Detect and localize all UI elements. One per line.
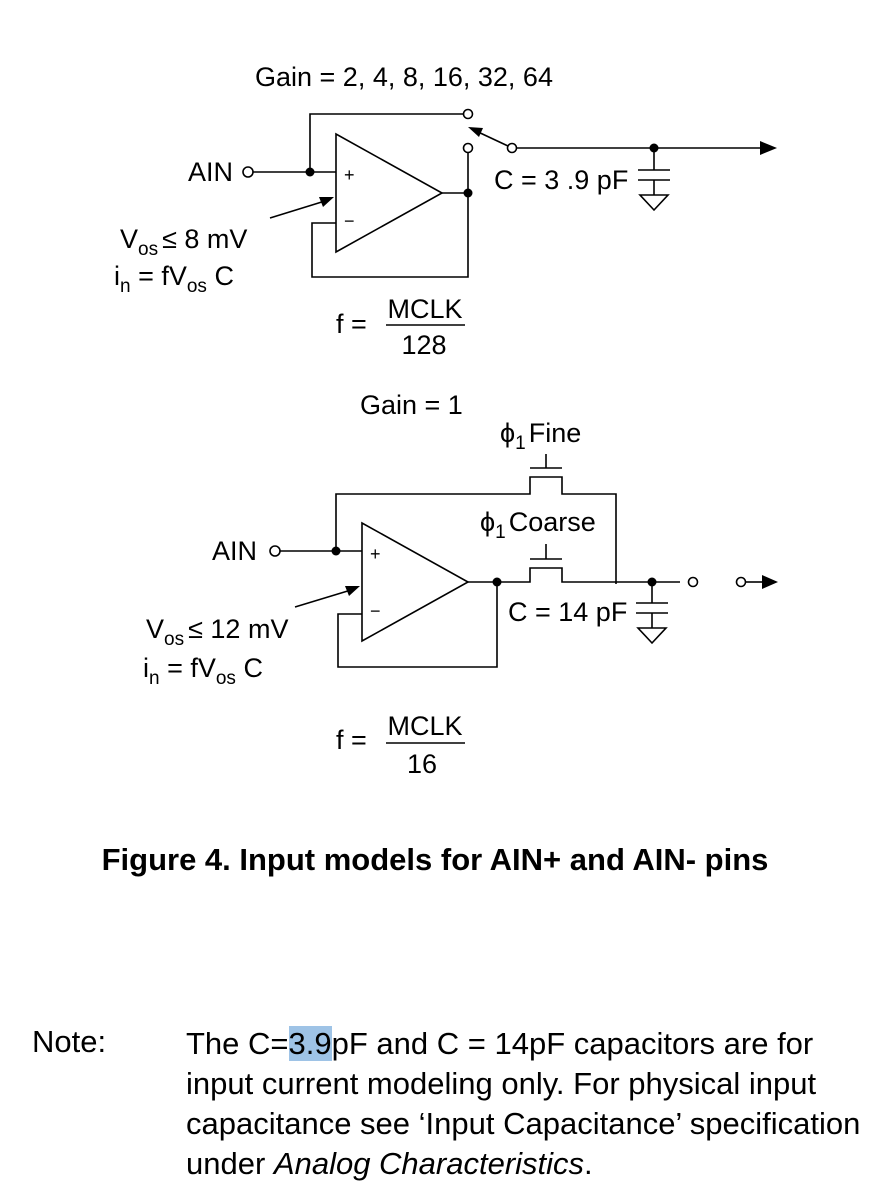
top-gain-label: Gain = 2, 4, 8, 16, 32, 64: [255, 62, 553, 92]
bottom-output-wire: [468, 567, 680, 583]
bottom-freq-prefix: f =: [336, 725, 367, 755]
top-ain-terminal: [242, 166, 254, 178]
bottom-next-terminal: [735, 576, 747, 588]
top-cap-label: C = 3 .9 pF: [494, 165, 628, 195]
bottom-output-terminal: [687, 576, 699, 588]
note-text-pre: The C=: [186, 1026, 289, 1061]
top-switch-blade: [475, 130, 509, 147]
bottom-vos-arrow-icon: [345, 586, 360, 596]
bottom-freq-numerator: MCLK: [387, 711, 462, 741]
top-opamp-minus: −: [344, 211, 355, 231]
top-switch-contact-gain1: [462, 108, 474, 120]
top-freq-denominator: 128: [401, 330, 446, 360]
bottom-in-text: in = fVos C: [143, 653, 263, 689]
top-vos-arrow-icon: [319, 197, 334, 207]
top-switch-pivot: [506, 142, 518, 154]
top-freq-numerator: MCLK: [387, 294, 462, 324]
top-circuit: Gain = 2, 4, 8, 16, 32, 64 AIN + − C =: [114, 62, 777, 360]
fine-switch-wire: [335, 476, 617, 584]
note-text-end: .: [584, 1146, 593, 1181]
bottom-cap-label: C = 14 pF: [508, 597, 627, 627]
top-switch-arrow-icon: [468, 127, 483, 137]
bottom-vos-text: Vos≤ 12 mV: [146, 614, 288, 650]
top-in-text: in = fVos C: [114, 261, 234, 297]
bottom-feedback-wire: [337, 582, 498, 668]
bottom-input-node: [331, 546, 341, 556]
top-bypass-wire: [309, 113, 463, 172]
note-body: The C=3.9pF and C = 14pF capacitors are …: [186, 1024, 866, 1184]
top-opamp-icon: [335, 132, 444, 254]
bottom-freq-denominator: 16: [407, 749, 437, 779]
top-freq-prefix: f =: [336, 309, 367, 339]
bottom-opamp-plus: +: [370, 544, 381, 564]
figure-caption: Figure 4. Input models for AIN+ and AIN-…: [101, 842, 769, 877]
bottom-output-arrow-icon: [762, 575, 778, 589]
top-ain-label: AIN: [188, 157, 233, 187]
top-feedback-wire: [311, 193, 469, 278]
note-emphasis: Analog Characteristics: [273, 1146, 585, 1181]
bottom-opamp-icon: [361, 521, 470, 643]
top-switch-contact-gain: [462, 142, 474, 154]
top-output-arrow-icon: [760, 141, 777, 155]
top-vos-text: Vos≤ 8 mV: [120, 224, 247, 260]
note-text-post: pF and C = 14pF capacitors are for input…: [186, 1026, 861, 1181]
circuit-diagram: Gain = 2, 4, 8, 16, 32, 64 AIN + − C =: [114, 62, 778, 779]
note-label: Note:: [32, 1024, 107, 1059]
bottom-ground-icon: [636, 627, 668, 645]
top-opamp-plus: +: [344, 165, 355, 185]
bottom-ain-terminal: [269, 545, 281, 557]
bottom-vos-pointer: [294, 589, 352, 608]
top-ground-icon: [638, 194, 670, 212]
bottom-gain-label: Gain = 1: [360, 390, 463, 420]
top-vos-pointer: [269, 200, 326, 219]
note-highlighted-value[interactable]: 3.9: [288, 1026, 332, 1061]
bottom-ain-label: AIN: [212, 536, 257, 566]
bottom-opamp-minus: −: [370, 601, 381, 621]
